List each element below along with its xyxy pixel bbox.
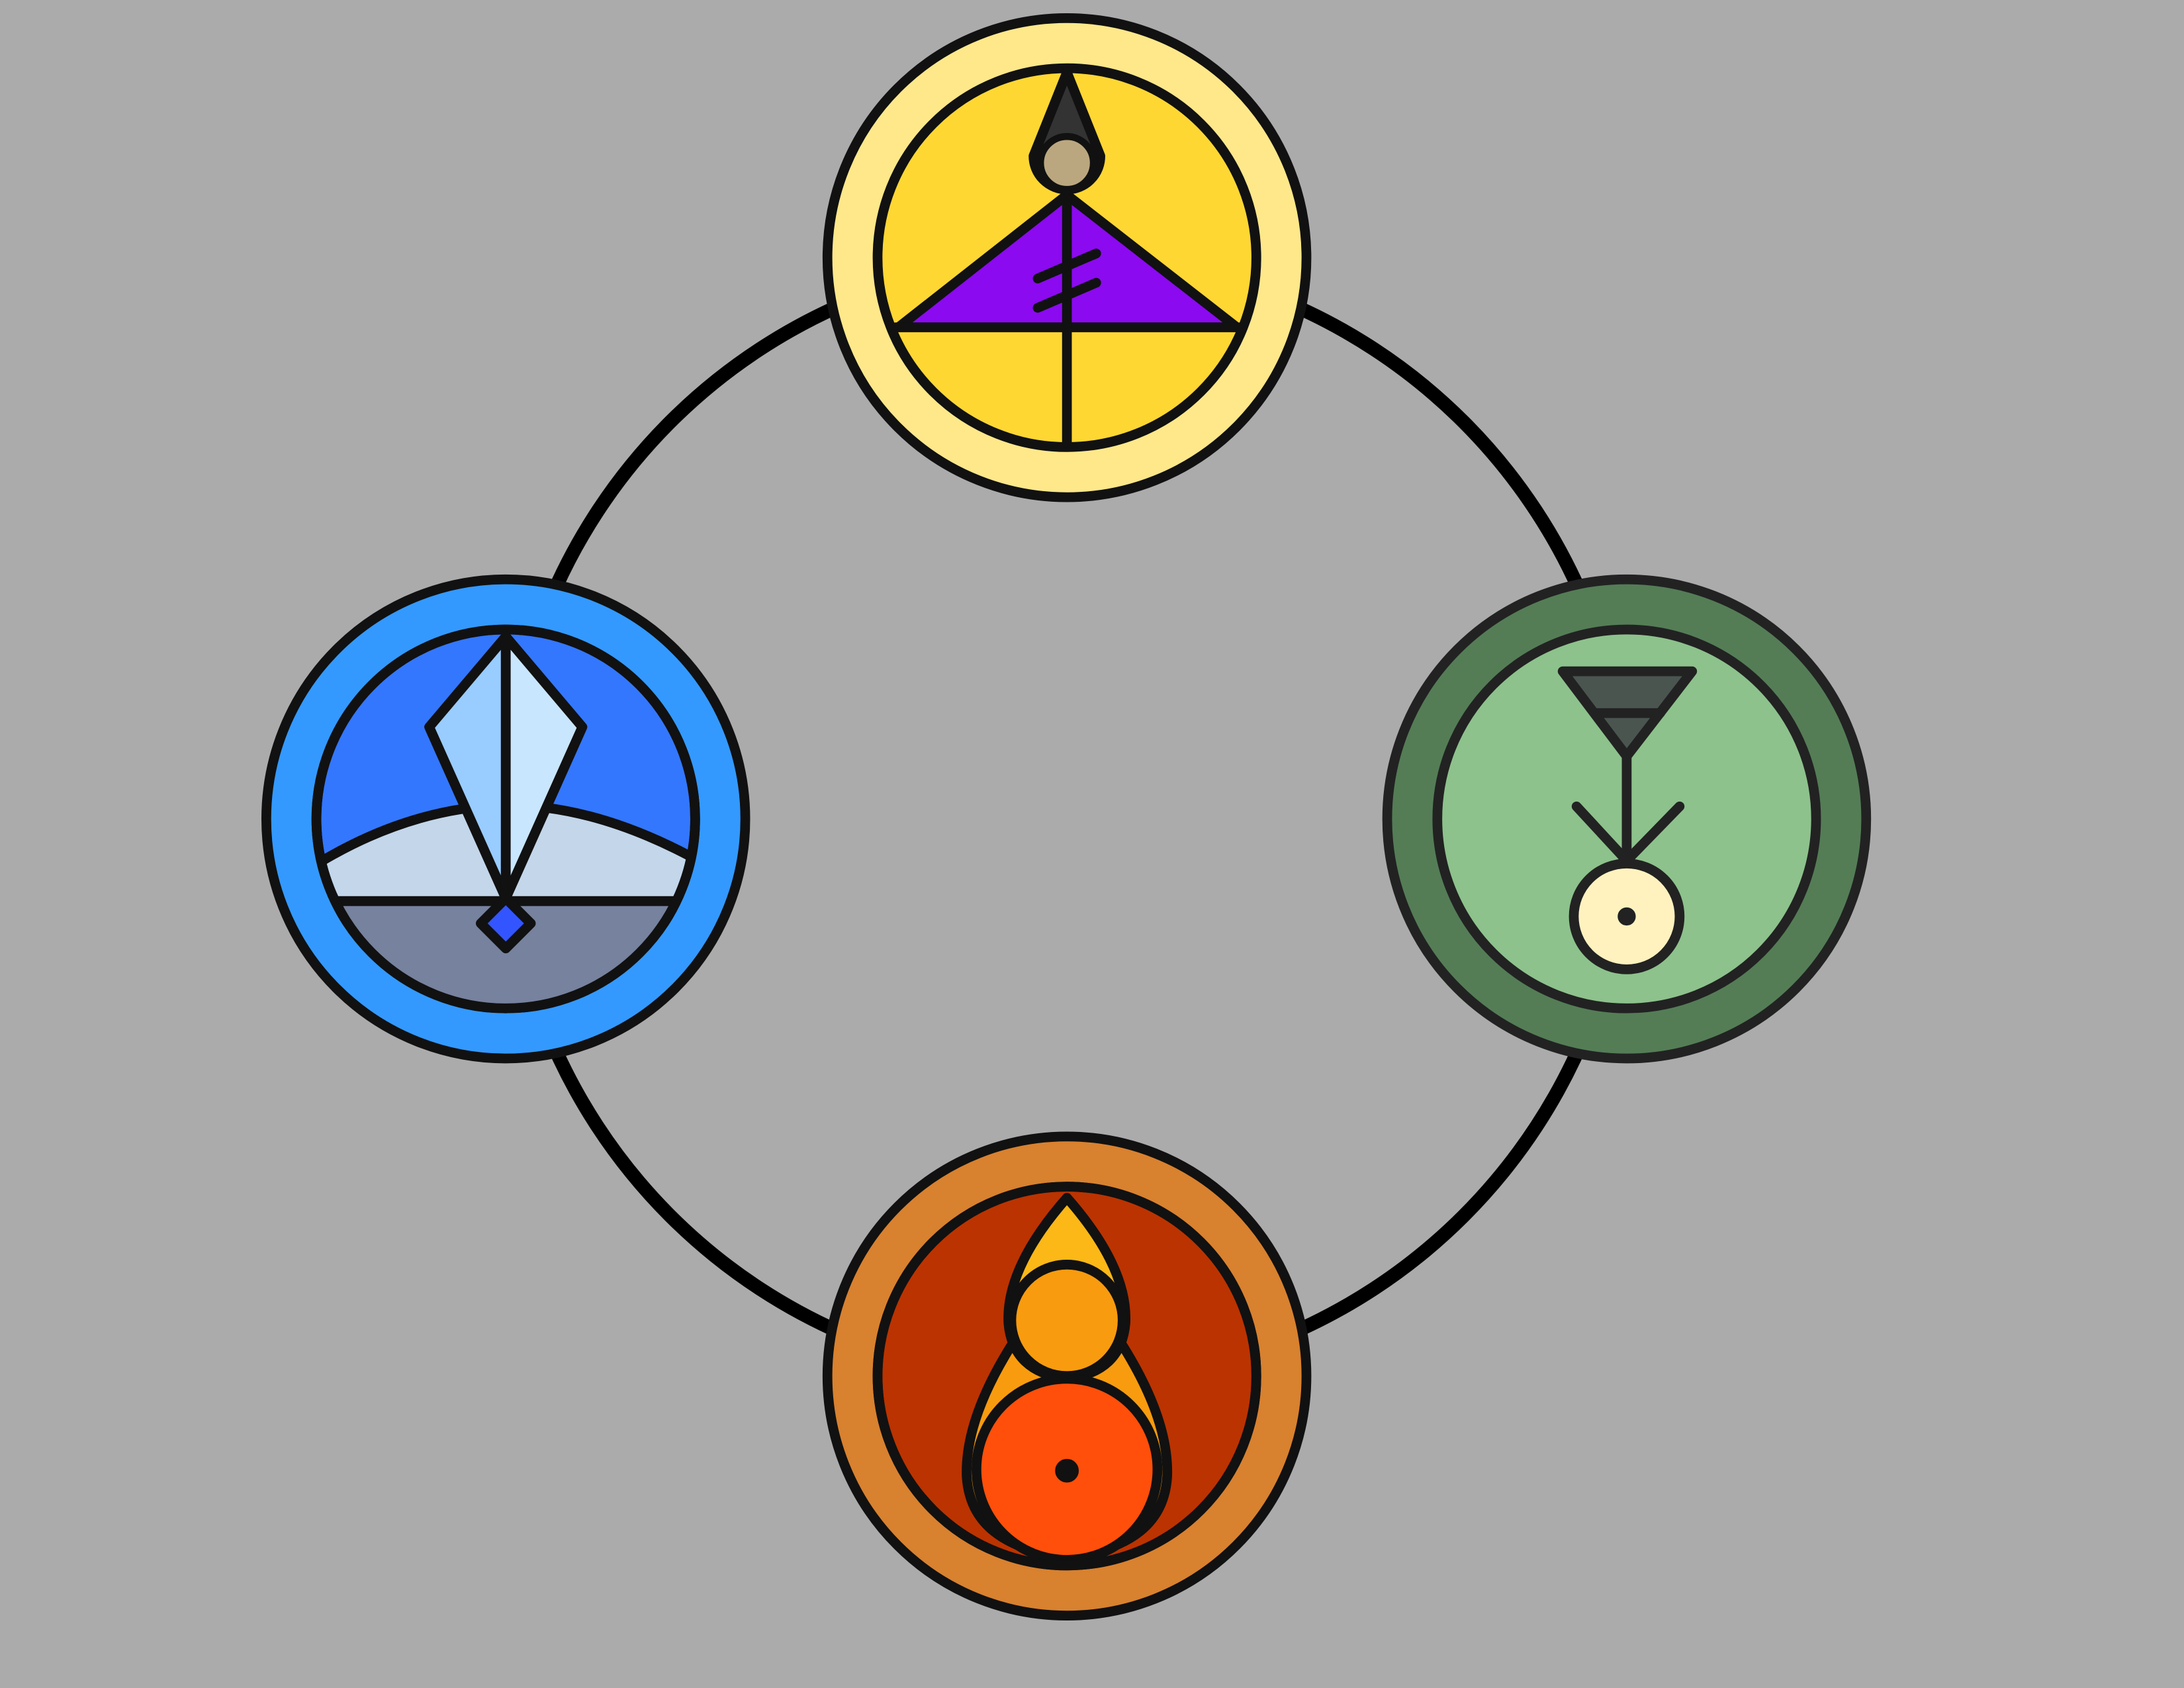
fire-element-icon bbox=[822, 1131, 1312, 1620]
air-element-icon bbox=[822, 13, 1312, 502]
earth-element-icon bbox=[1382, 574, 1872, 1064]
water-element-icon bbox=[261, 574, 751, 1064]
